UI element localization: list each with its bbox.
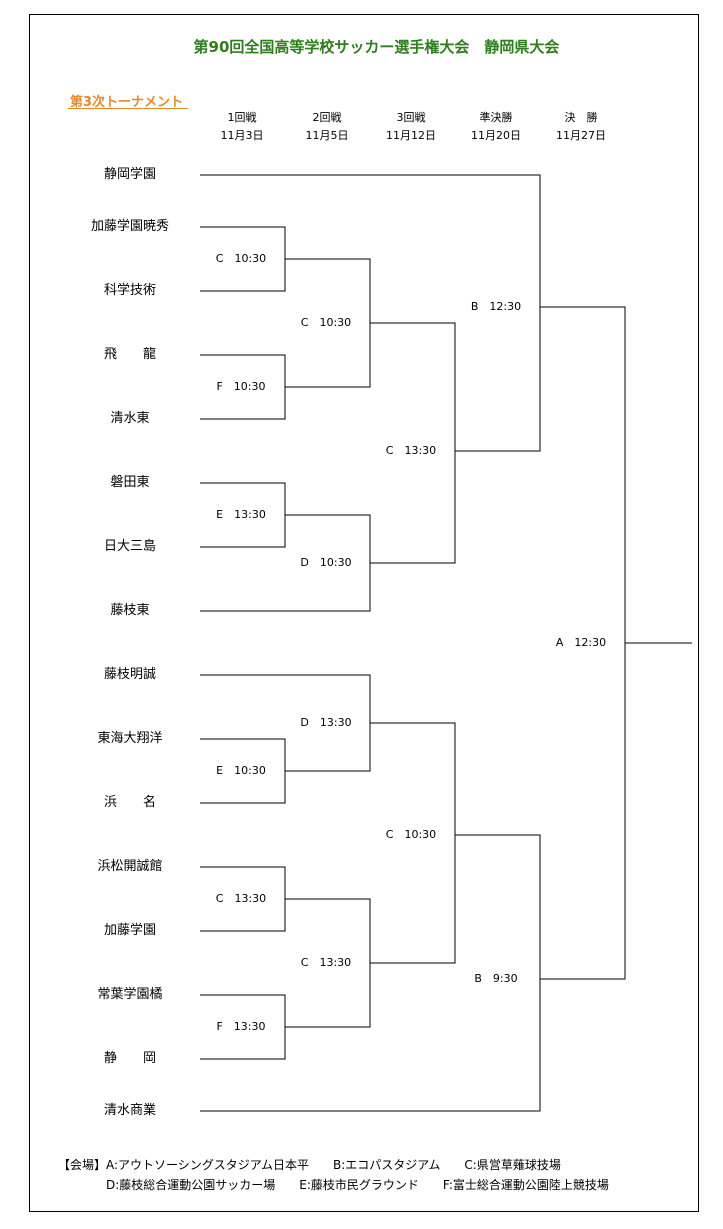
round-date: 11月27日 [556,129,606,142]
round-header-1: 1回戦 11月3日 [202,109,282,145]
team-name: 藤枝東 [110,603,150,618]
round-date: 11月20日 [471,129,521,142]
team-name: 日大三島 [103,539,156,554]
round-name: 決 勝 [564,111,598,124]
round-date: 11月5日 [305,129,349,142]
round-name: 1回戦 [227,111,257,124]
round-header-semi: 準決勝 11月20日 [456,109,536,145]
match-label-r1: F 10:30 [216,380,266,393]
team-name: 飛 龍 [103,347,156,362]
round-header-final: 決 勝 11月27日 [541,109,621,145]
team-name: 科学技術 [103,283,156,298]
match-label-final: A 12:30 [555,636,607,649]
match-label-r2: D 13:30 [300,716,352,729]
round-header-3: 3回戦 11月12日 [371,109,451,145]
team-name: 加藤学園暁秀 [90,219,169,234]
round-name: 3回戦 [396,111,426,124]
team-name: 東海大翔洋 [97,731,163,746]
round-date: 11月12日 [386,129,436,142]
match-label-r1: C 10:30 [215,252,267,265]
round-name: 準決勝 [479,111,513,124]
match-label-r1: E 10:30 [216,764,266,777]
team-name: 浜 名 [103,795,156,810]
team-name: 藤枝明誠 [103,667,156,682]
round-date: 11月3日 [220,129,264,142]
venue-line-1: 【会場】A:アウトソーシングスタジアム日本平 B:エコパスタジアム C:県営草薙… [58,1158,561,1172]
match-label-r2: C 10:30 [300,316,352,329]
team-name: 常葉学園橘 [97,987,163,1002]
match-label-r1: F 13:30 [216,1020,266,1033]
page-frame [29,14,699,1212]
team-name: 浜松開誠館 [97,859,163,874]
round-header-2: 2回戦 11月5日 [287,109,367,145]
match-label-r3: C 10:30 [385,828,437,841]
subtitle-underline [68,108,188,109]
page-title: 第90回全国高等学校サッカー選手権大会 静岡県大会 [193,38,560,56]
venue-legend: 【会場】A:アウトソーシングスタジアム日本平 B:エコパスタジアム C:県営草薙… [58,1155,609,1195]
team-name: 磐田東 [110,475,150,490]
team-name: 静岡学園 [103,167,156,182]
venue-line-2: D:藤枝総合運動公園サッカー場 E:藤枝市民グラウンド F:富士総合運動公園陸上… [106,1178,609,1192]
bracket-subtitle: 第3次トーナメント [70,95,184,110]
match-label-semi: B 9:30 [474,972,518,985]
match-label-r2: C 13:30 [300,956,352,969]
match-label-r1: E 13:30 [216,508,266,521]
team-name: 加藤学園 [103,923,156,938]
round-name: 2回戦 [312,111,342,124]
match-label-r3: C 13:30 [385,444,437,457]
match-label-r1: C 13:30 [215,892,267,905]
team-name: 清水商業 [103,1103,156,1118]
team-name: 清水東 [110,411,150,426]
match-label-r2: D 10:30 [300,556,352,569]
team-name: 静 岡 [103,1051,156,1066]
match-label-semi: B 12:30 [470,300,522,313]
